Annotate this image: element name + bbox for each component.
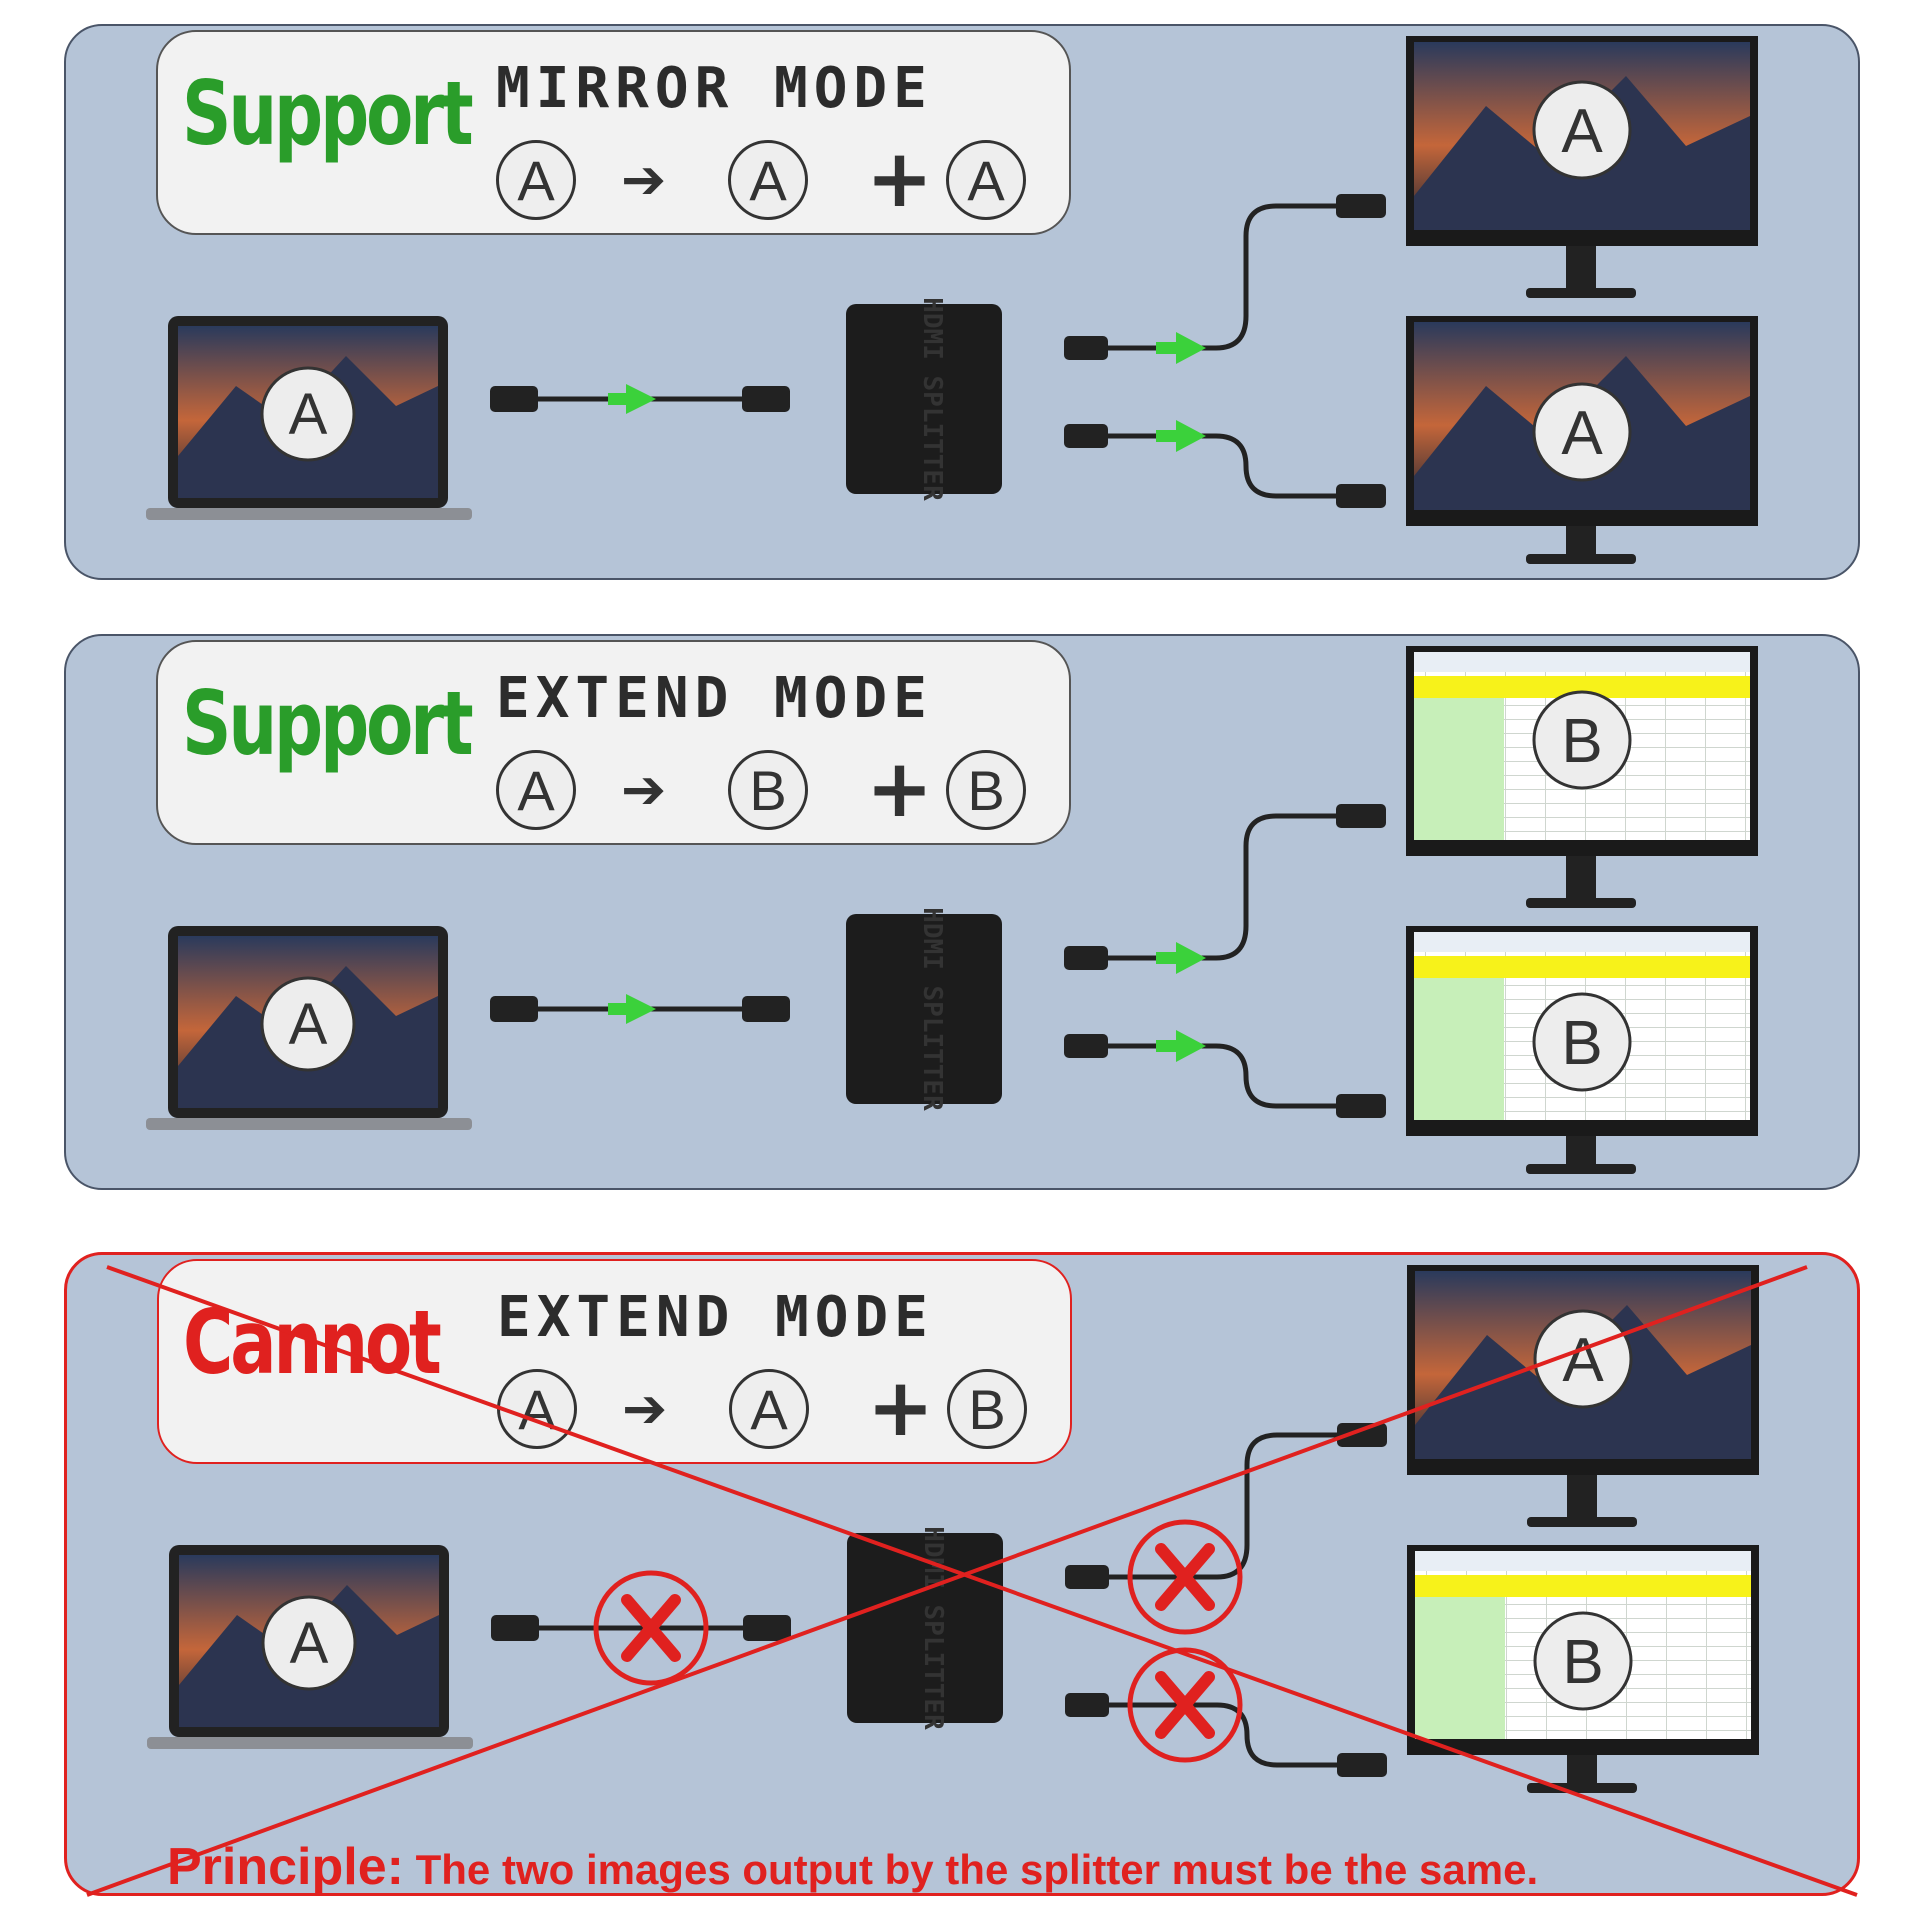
mode-label-box: Support MIRROR MODE A ➔ A + A <box>156 30 1071 235</box>
monitor-icon: A <box>1406 36 1758 298</box>
laptop-label: A <box>289 992 328 1057</box>
laptop-icon: A <box>146 316 472 520</box>
laptop-label: A <box>289 382 328 447</box>
splitter-label: HDMI SPLITTER <box>917 907 947 1111</box>
mode-title: EXTEND MODE <box>496 666 933 731</box>
green-arrow-icon <box>626 384 656 414</box>
laptop-icon: A <box>147 1545 473 1749</box>
principle-text: The two images output by the splitter mu… <box>403 1846 1539 1893</box>
monitor-top-label: A <box>1561 97 1603 166</box>
output-1-circle: A <box>728 140 808 220</box>
output-2-circle: A <box>946 140 1026 220</box>
plus-icon: + <box>866 132 934 225</box>
splitter-label: HDMI SPLITTER <box>918 1526 948 1730</box>
extend-mode-supported-panel: Support EXTEND MODE A ➔ B + B <box>64 634 1860 1190</box>
hdmi-cable-icon <box>490 384 790 414</box>
plus-icon: + <box>866 742 934 835</box>
monitor-top-label: B <box>1561 707 1602 776</box>
formula-arrow-icon: ➔ <box>621 148 667 211</box>
monitor-icon: B <box>1407 1545 1759 1793</box>
output-cables <box>1064 194 1386 508</box>
mode-title: MIRROR MODE <box>496 56 933 121</box>
monitor-icon: B <box>1406 646 1758 908</box>
support-status: Support <box>182 62 474 165</box>
extend-diagram: A HDMI SPLITTER <box>146 646 1758 1174</box>
hdmi-splitter-icon: HDMI SPLITTER <box>847 1526 1003 1730</box>
monitor-bottom-label: A <box>1561 399 1603 468</box>
hdmi-cable-icon <box>490 994 790 1024</box>
hdmi-splitter-icon: HDMI SPLITTER <box>846 297 1002 501</box>
mode-formula: A ➔ A + A <box>496 132 1056 228</box>
output-2-circle: B <box>946 750 1026 830</box>
mirror-mode-panel: Support MIRROR MODE A ➔ A + A A <box>64 24 1860 580</box>
laptop-icon: A <box>146 926 472 1130</box>
formula-arrow-icon: ➔ <box>621 758 667 821</box>
principle-note: Principle: The two images output by the … <box>167 1837 1538 1897</box>
source-circle: A <box>496 750 576 830</box>
source-circle: A <box>496 140 576 220</box>
hdmi-splitter-icon: HDMI SPLITTER <box>846 907 1002 1111</box>
output-1-circle: B <box>728 750 808 830</box>
support-status: Support <box>182 672 474 775</box>
output-cables <box>1065 1423 1387 1777</box>
principle-label: Principle: <box>167 1838 404 1896</box>
extend-mode-unsupported-panel: Cannot EXTEND MODE A ➔ A + B A <box>64 1252 1860 1897</box>
monitor-top-label: A <box>1562 1326 1604 1395</box>
green-arrow-icon <box>626 994 656 1024</box>
mirror-diagram: A HDMI SPLITTER <box>146 36 1758 564</box>
monitor-bottom-label: B <box>1562 1628 1603 1697</box>
monitor-icon: B <box>1406 926 1758 1174</box>
output-cables <box>1064 804 1386 1118</box>
unsupported-diagram: A HDMI SPLITTER <box>147 1265 1759 1793</box>
splitter-label: HDMI SPLITTER <box>917 297 947 501</box>
monitor-bottom-label: B <box>1561 1009 1602 1078</box>
monitor-icon: A <box>1407 1265 1759 1527</box>
laptop-label: A <box>290 1611 329 1676</box>
monitor-icon: A <box>1406 316 1758 564</box>
mode-label-box: Support EXTEND MODE A ➔ B + B <box>156 640 1071 845</box>
mode-formula: A ➔ B + B <box>496 742 1056 838</box>
